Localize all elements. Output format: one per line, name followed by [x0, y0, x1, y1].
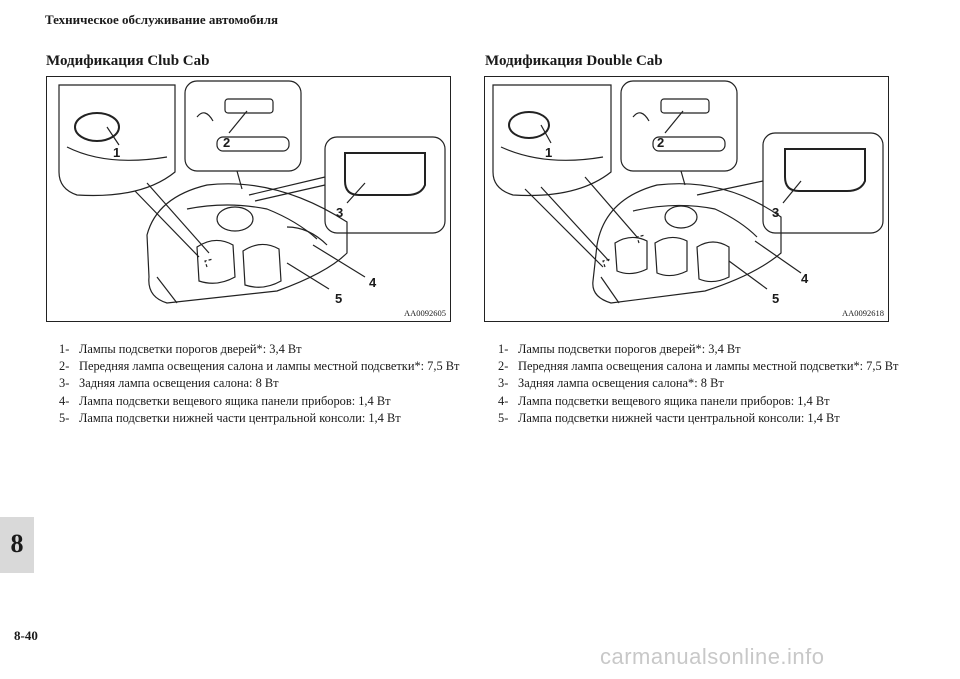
- legend-item: 4-Лампа подсветки вещевого ящика панели …: [498, 393, 830, 408]
- legend-item: 5-Лампа подсветки нижней части центральн…: [59, 410, 401, 425]
- figure-code: AA0092605: [403, 308, 446, 318]
- callout-2: 2: [223, 135, 231, 150]
- callout-1: 1: [545, 145, 553, 160]
- legend-item: 4-Лампа подсветки вещевого ящика панели …: [59, 393, 391, 408]
- legend-item: 2-Передняя лампа освещения салона и ламп…: [498, 359, 899, 374]
- legend-item: 1-Лампы подсветки порогов дверей*: 3,4 В…: [59, 342, 302, 356]
- club-cab-illustration: [58, 80, 446, 304]
- callout-4: 4: [369, 275, 377, 290]
- chapter-tab: [0, 517, 34, 573]
- callout-2: 2: [657, 135, 665, 150]
- legend-item: 3-Задняя лампа освещения салона*: 8 Вт: [498, 376, 724, 391]
- figure-double-cab: 1 2 3 4 5 AA0092618: [484, 76, 889, 322]
- legend-double-cab: 1-Лампы подсветки порогов дверей*: 3,4 В…: [498, 341, 928, 427]
- double-cab-illustration: [492, 80, 884, 304]
- callout-5: 5: [772, 291, 780, 306]
- legend-item: 2-Передняя лампа освещения салона и ламп…: [59, 359, 460, 374]
- legend-item: 3-Задняя лампа освещения салона: 8 Вт: [59, 376, 279, 391]
- figure-code: AA0092618: [841, 308, 884, 318]
- callout-3: 3: [336, 205, 344, 220]
- chapter-number: 8: [10, 529, 24, 558]
- callout-1: 1: [113, 145, 121, 160]
- callout-3: 3: [772, 205, 780, 220]
- section-title-club-cab: Модификация Club Cab: [46, 53, 210, 69]
- legend-club-cab: 1-Лампы подсветки порогов дверей*: 3,4 В…: [59, 341, 489, 427]
- watermark: carmanualsonline.info: [600, 644, 825, 669]
- callout-4: 4: [801, 271, 809, 286]
- legend-item: 5-Лампа подсветки нижней части центральн…: [498, 410, 840, 425]
- figure-club-cab: 1 2 3 4 5 AA0092605: [46, 76, 451, 322]
- callout-5: 5: [335, 291, 343, 306]
- legend-item: 1-Лампы подсветки порогов дверей*: 3,4 В…: [498, 342, 741, 356]
- page-number: 8-40: [14, 628, 38, 643]
- section-title-double-cab: Модификация Double Cab: [485, 53, 663, 69]
- page-header: Техническое обслуживание автомобиля: [45, 12, 279, 27]
